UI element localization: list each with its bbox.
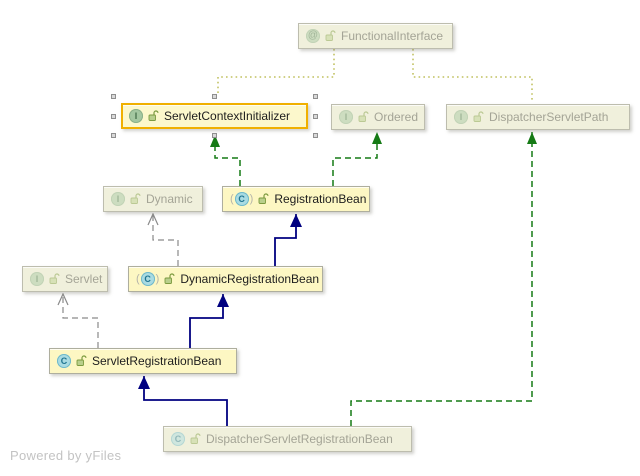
class-icon: C	[57, 354, 71, 368]
class-icon: C	[171, 432, 185, 446]
node-label: RegistrationBean	[274, 192, 367, 206]
edge-extends-dynamicregistrationbean	[189, 294, 229, 348]
edge-implements-ordered	[332, 132, 382, 186]
annotation-icon: @	[306, 29, 320, 43]
node-functional-interface[interactable]: @ FunctionalInterface	[298, 23, 453, 49]
lock-icon	[358, 111, 369, 123]
selection-handle[interactable]	[313, 133, 318, 138]
yfiles-watermark: Powered by yFiles	[10, 448, 122, 463]
lock-icon	[49, 273, 60, 285]
node-servlet-registration-bean[interactable]: C ServletRegistrationBean	[49, 348, 237, 374]
node-label: DynamicRegistrationBean	[180, 272, 320, 286]
edge-implements-servlet	[63, 294, 99, 348]
edge-implements-dispatcherservletpath	[350, 132, 537, 426]
node-label: FunctionalInterface	[341, 29, 444, 43]
lock-icon	[76, 355, 87, 367]
abstract-class-icon: C	[136, 272, 159, 286]
interface-icon: I	[30, 272, 44, 286]
lock-icon	[258, 193, 269, 205]
lock-icon	[325, 30, 336, 42]
interface-icon: I	[454, 110, 468, 124]
node-ordered[interactable]: I Ordered	[331, 104, 425, 130]
lock-icon	[190, 433, 201, 445]
node-servlet-context-initializer[interactable]: I ServletContextInitializer	[121, 103, 308, 129]
edge-extends-servletregistrationbean	[138, 376, 228, 426]
selection-handle[interactable]	[111, 133, 116, 138]
edge-annotation-dispatcherservletpath	[412, 49, 533, 102]
node-label: DispatcherServletRegistrationBean	[206, 432, 393, 446]
node-label: Dynamic	[146, 192, 193, 206]
node-label: Ordered	[374, 110, 419, 124]
interface-icon: I	[339, 110, 353, 124]
node-label: Servlet	[65, 272, 103, 286]
node-dispatcher-servlet-path[interactable]: I DispatcherServletPath	[446, 104, 630, 130]
node-label: ServletContextInitializer	[164, 109, 291, 123]
node-dynamic[interactable]: I Dynamic	[103, 186, 203, 212]
lock-icon	[473, 111, 484, 123]
selection-handle[interactable]	[212, 133, 217, 138]
lock-icon	[164, 273, 175, 285]
lock-icon	[148, 110, 159, 122]
edge-annotation-servletcontextinitializer	[217, 49, 335, 95]
node-label: ServletRegistrationBean	[92, 354, 222, 368]
interface-icon: I	[111, 192, 125, 206]
selection-handle[interactable]	[313, 114, 318, 119]
edge-implements-servletcontextinitializer	[210, 135, 241, 186]
node-dispatcher-servlet-registration-bean[interactable]: C DispatcherServletRegistrationBean	[163, 426, 412, 452]
node-label: DispatcherServletPath	[489, 110, 609, 124]
selection-handle[interactable]	[313, 94, 318, 99]
selection-handle[interactable]	[212, 94, 217, 99]
interface-icon: I	[129, 109, 143, 123]
edge-extends-registrationbean	[274, 214, 302, 266]
node-servlet[interactable]: I Servlet	[22, 266, 108, 292]
edge-implements-dynamic	[153, 214, 179, 266]
node-dynamic-registration-bean[interactable]: C DynamicRegistrationBean	[128, 266, 323, 292]
abstract-class-icon: C	[230, 192, 253, 206]
node-registration-bean[interactable]: C RegistrationBean	[222, 186, 370, 212]
lock-icon	[130, 193, 141, 205]
selection-handle[interactable]	[111, 114, 116, 119]
selection-handle[interactable]	[111, 94, 116, 99]
